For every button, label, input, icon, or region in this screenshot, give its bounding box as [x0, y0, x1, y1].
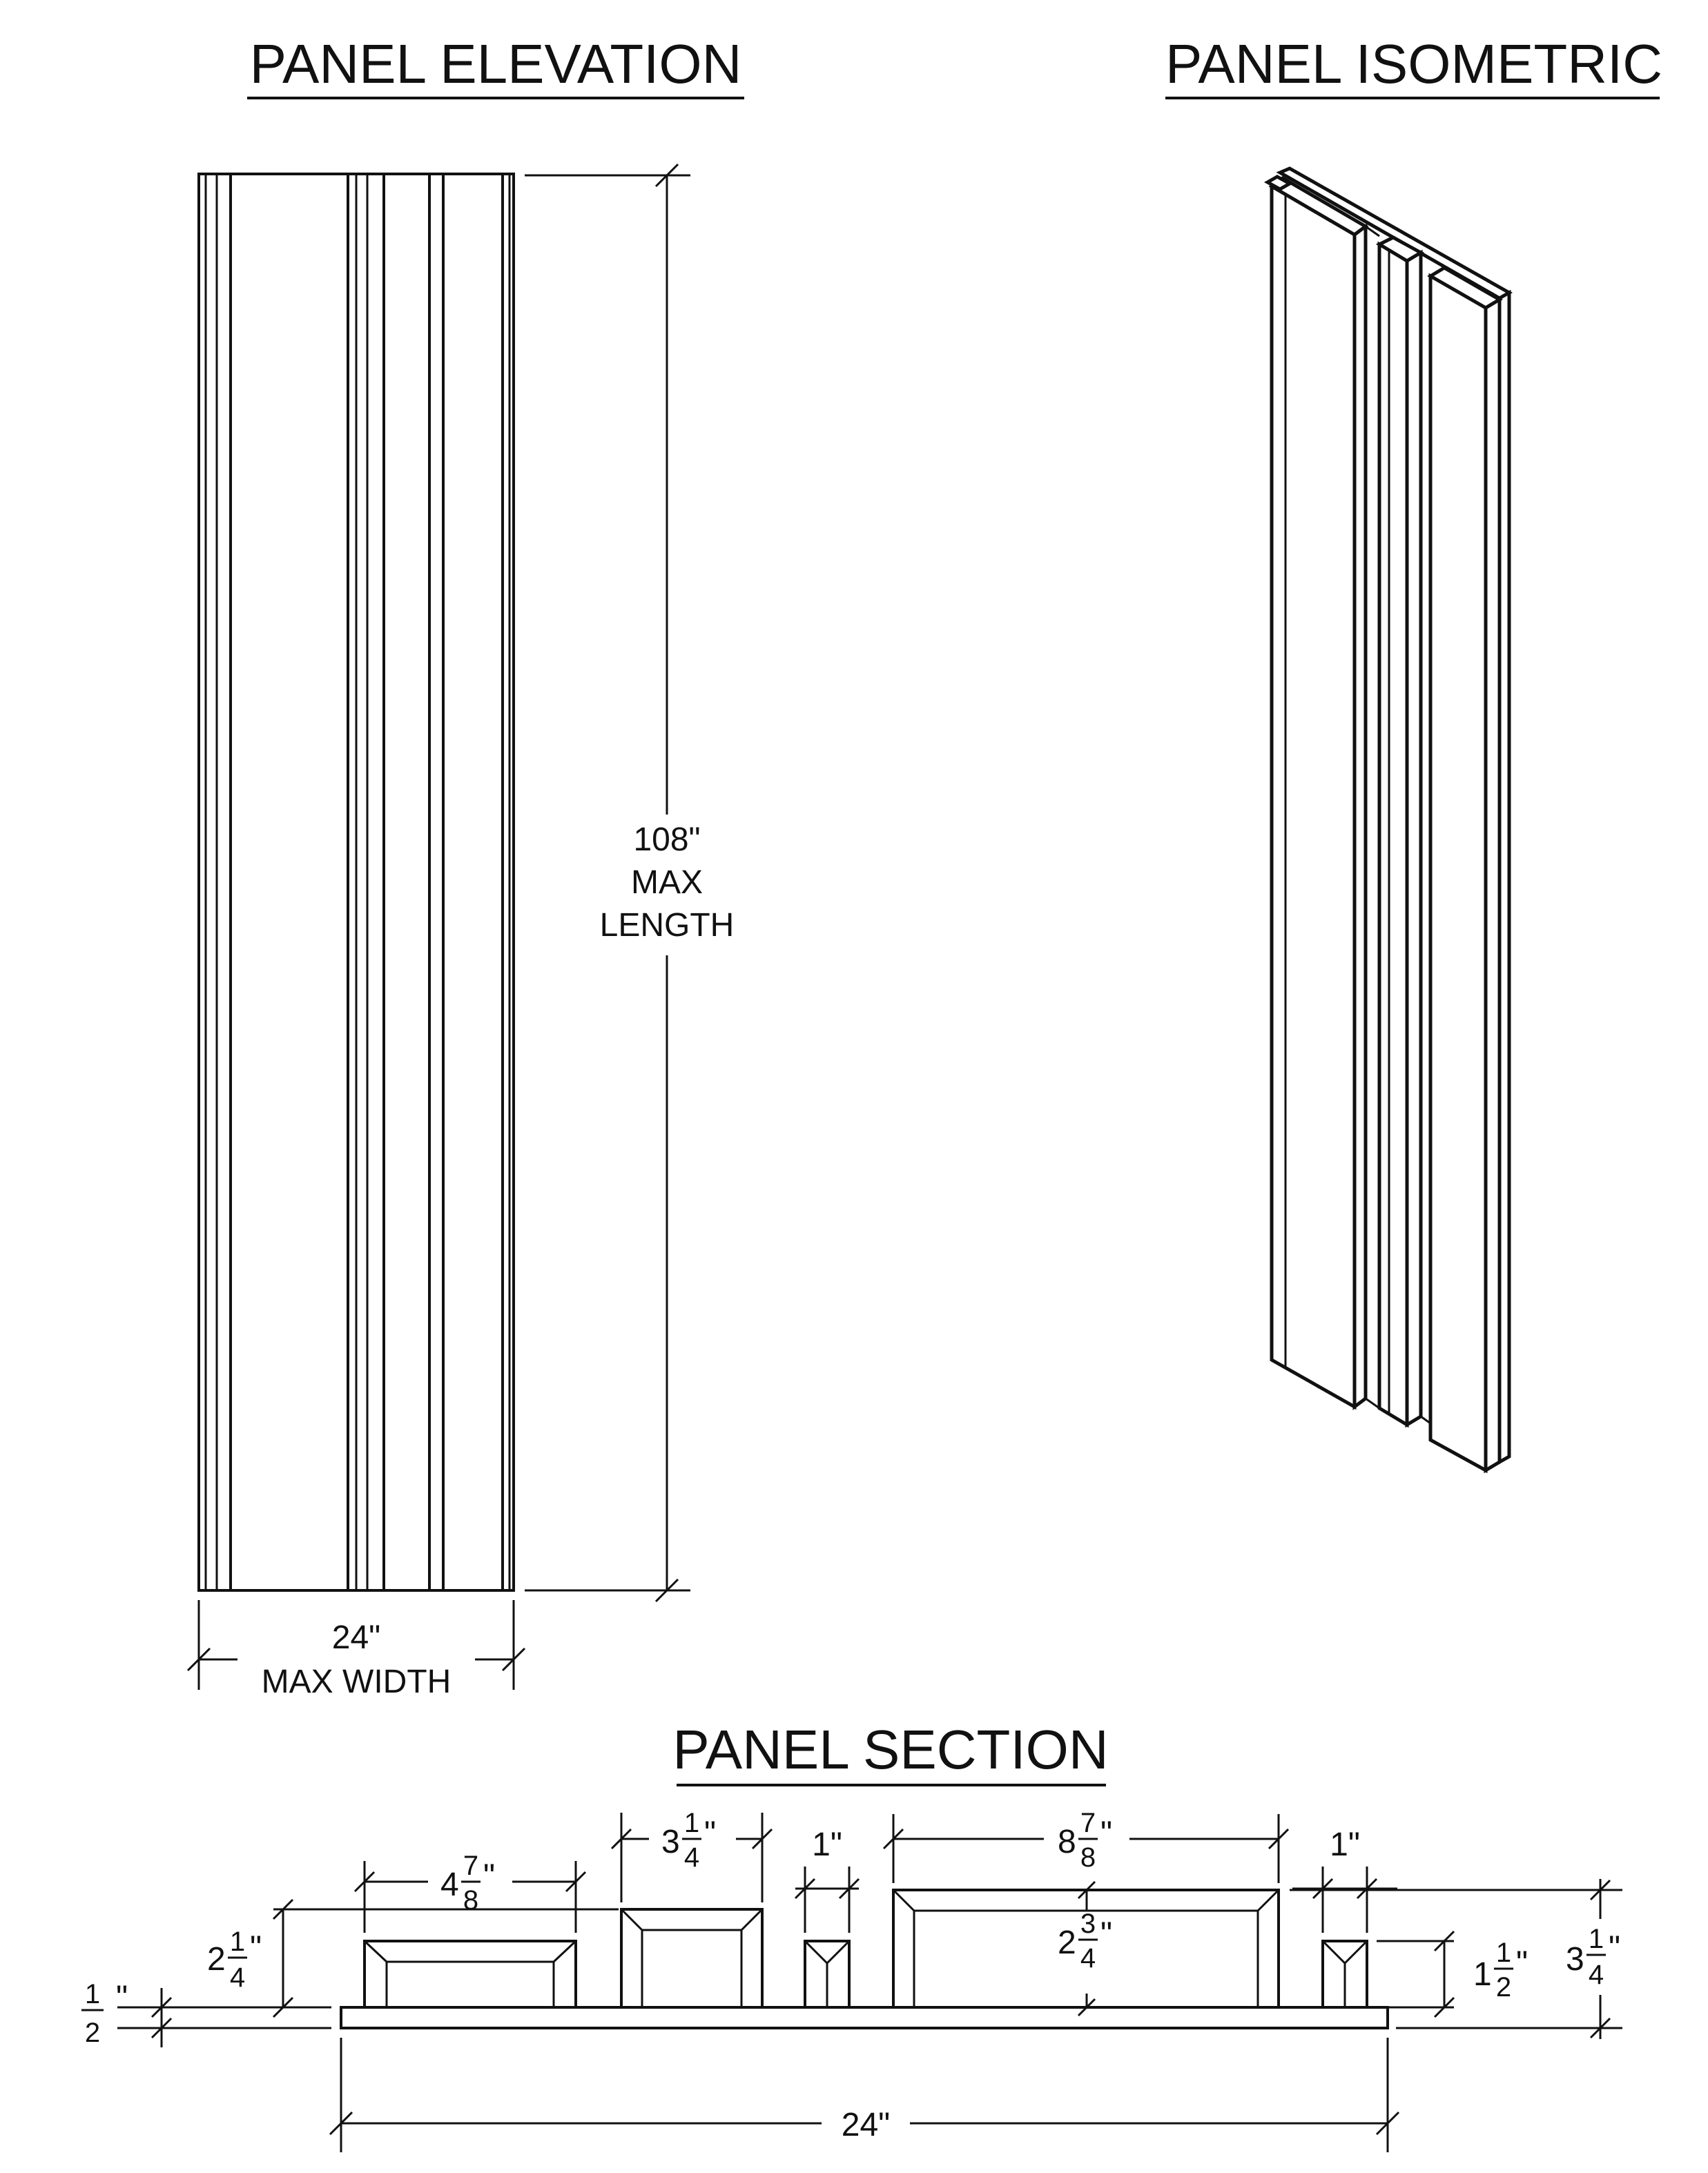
elevation-length-label: LENGTH: [600, 907, 735, 944]
elevation-width-value: 24": [332, 1619, 380, 1656]
svg-text:": ": [1516, 1945, 1528, 1982]
elevation-length-label: MAX: [631, 864, 703, 901]
panel-isometric-drawing: [1263, 166, 1513, 1474]
svg-text:3: 3: [661, 1824, 680, 1860]
svg-text:2: 2: [85, 2018, 100, 2048]
section-dimensions: 24" 1 2 " 2 1 4 " 4 7 8 ": [81, 1808, 1622, 2152]
svg-text:1: 1: [1589, 1924, 1604, 1954]
svg-text:7: 7: [1080, 1808, 1096, 1838]
svg-text:": ": [1100, 1916, 1112, 1953]
svg-text:": ": [1609, 1930, 1620, 1967]
section-rib: [363, 1940, 577, 2009]
svg-text:8: 8: [1058, 1824, 1076, 1860]
svg-text:7: 7: [463, 1851, 478, 1881]
elevation-width-dimension: 24" MAX WIDTH: [186, 1600, 526, 1700]
svg-text:2: 2: [1058, 1924, 1076, 1961]
svg-text:1: 1: [85, 1979, 100, 2009]
svg-text:": ": [250, 1930, 262, 1967]
elevation-width-label: MAX WIDTH: [262, 1664, 452, 1700]
panel-section-drawing: [340, 1889, 1389, 2029]
svg-text:3: 3: [1080, 1909, 1096, 1939]
svg-text:3: 3: [1566, 1941, 1584, 1978]
svg-text:1: 1: [1496, 1938, 1511, 1968]
svg-text:1": 1": [1330, 1826, 1360, 1863]
svg-text:4: 4: [1589, 1960, 1604, 1990]
svg-text:2: 2: [1496, 1972, 1511, 2003]
svg-text:": ": [1100, 1815, 1112, 1852]
svg-text:1: 1: [1473, 1956, 1492, 1993]
svg-text:1": 1": [812, 1826, 842, 1863]
svg-text:4: 4: [230, 1962, 245, 1993]
svg-text:4: 4: [1080, 1943, 1096, 1974]
elevation-length-value: 108": [633, 821, 700, 858]
panel-elevation-drawing: [197, 173, 515, 1592]
svg-text:1: 1: [684, 1808, 699, 1838]
svg-text:2: 2: [207, 1941, 226, 1978]
svg-text:": ": [116, 1980, 128, 2016]
svg-text:8: 8: [1080, 1842, 1096, 1873]
svg-text:1: 1: [230, 1927, 245, 1957]
section-title: PANEL SECTION: [672, 1719, 1108, 1780]
section-total-width: 24": [842, 2107, 890, 2143]
svg-text:8: 8: [463, 1885, 478, 1916]
svg-text:4: 4: [684, 1842, 699, 1873]
isometric-title: PANEL ISOMETRIC: [1165, 33, 1662, 95]
section-base-plate: [340, 2006, 1389, 2029]
elevation-length-dimension: 108" MAX LENGTH: [525, 163, 735, 1603]
elevation-title: PANEL ELEVATION: [250, 33, 742, 95]
svg-text:": ": [704, 1815, 716, 1852]
svg-text:": ": [483, 1858, 495, 1895]
svg-text:4: 4: [440, 1867, 459, 1903]
